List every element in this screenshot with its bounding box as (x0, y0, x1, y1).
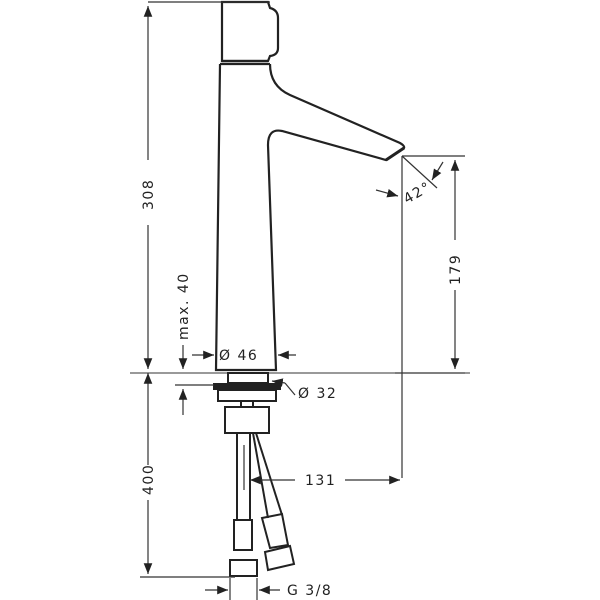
dimension-lines (140, 1, 465, 600)
dim-max-deck: max. 40 (176, 272, 192, 340)
dim-spout-height: 179 (448, 254, 464, 285)
dim-below-deck: 400 (141, 464, 157, 495)
spout (214, 63, 406, 372)
dim-connection-thread: G 3/8 (287, 583, 332, 599)
dim-shank-diameter: Ø 32 (298, 386, 337, 402)
dim-body-diameter: Ø 46 (219, 348, 258, 364)
under-deck-parts (213, 372, 296, 577)
dim-spout-reach: 131 (305, 473, 336, 489)
dim-spout-angle: 42° (401, 179, 434, 208)
dim-total-height: 308 (141, 179, 157, 210)
handle (220, 0, 280, 63)
faucet-body (214, 0, 406, 372)
